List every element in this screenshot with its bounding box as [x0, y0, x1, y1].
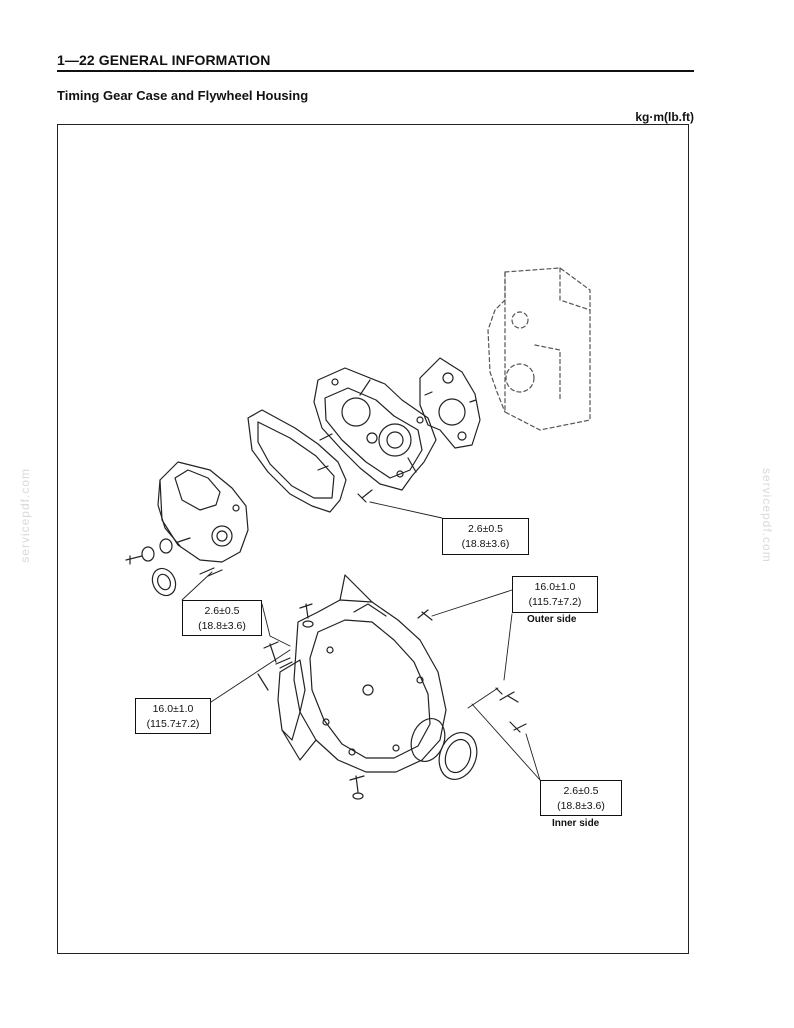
inner-side-label: Inner side — [552, 818, 600, 829]
torque-box-outer-side: 16.0±1.0 (115.7±7.2) — [512, 576, 598, 613]
watermark-right: servicepdf.com — [760, 468, 774, 563]
units-label: kg·m(lb.ft) — [635, 110, 694, 124]
torque-box-front-cover: 2.6±0.5 (18.8±3.6) — [182, 600, 262, 636]
torque-box-inner-side: 2.6±0.5 (18.8±3.6) — [540, 780, 622, 816]
engine-block-outline — [487, 267, 591, 431]
page-header: 1—22 GENERAL INFORMATION — [57, 52, 271, 68]
leader-lines — [181, 501, 541, 781]
timing-plate — [419, 357, 481, 449]
diagram-frame — [57, 124, 689, 954]
housing-bolts — [257, 603, 527, 800]
timing-gear-case — [313, 367, 437, 491]
front-small-parts — [125, 489, 373, 597]
torque-box-gear-case: 2.6±0.5 (18.8±3.6) — [442, 518, 529, 555]
torque-box-flywheel-left: 16.0±1.0 (115.7±7.2) — [135, 698, 211, 734]
flywheel-housing — [277, 574, 447, 773]
rear-oil-seal — [410, 718, 478, 780]
gear-case-gasket — [247, 409, 347, 513]
outer-side-label: Outer side — [527, 614, 577, 625]
section-title: Timing Gear Case and Flywheel Housing — [57, 88, 309, 103]
header-rule — [57, 70, 694, 72]
front-cover — [157, 461, 249, 563]
